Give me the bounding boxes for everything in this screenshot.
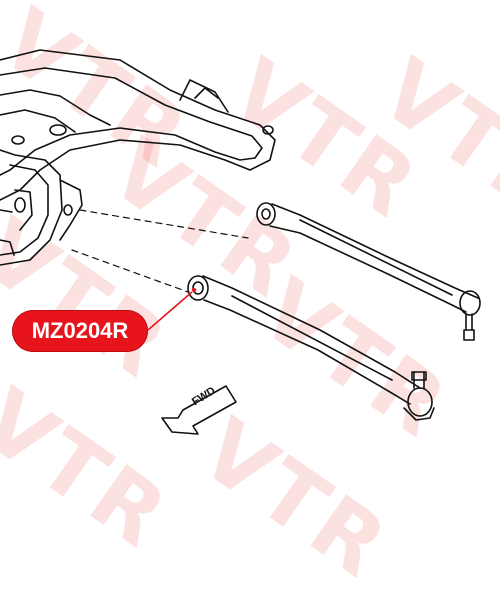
lower-control-arm [187, 275, 435, 421]
alignment-lines [71, 209, 249, 293]
part-number-callout[interactable]: MZ0204R [12, 310, 148, 352]
technical-drawing [0, 49, 481, 435]
upper-control-arm [256, 202, 481, 341]
subframe [0, 49, 276, 266]
callout-leader [147, 287, 197, 331]
forward-arrow-icon [161, 385, 237, 435]
